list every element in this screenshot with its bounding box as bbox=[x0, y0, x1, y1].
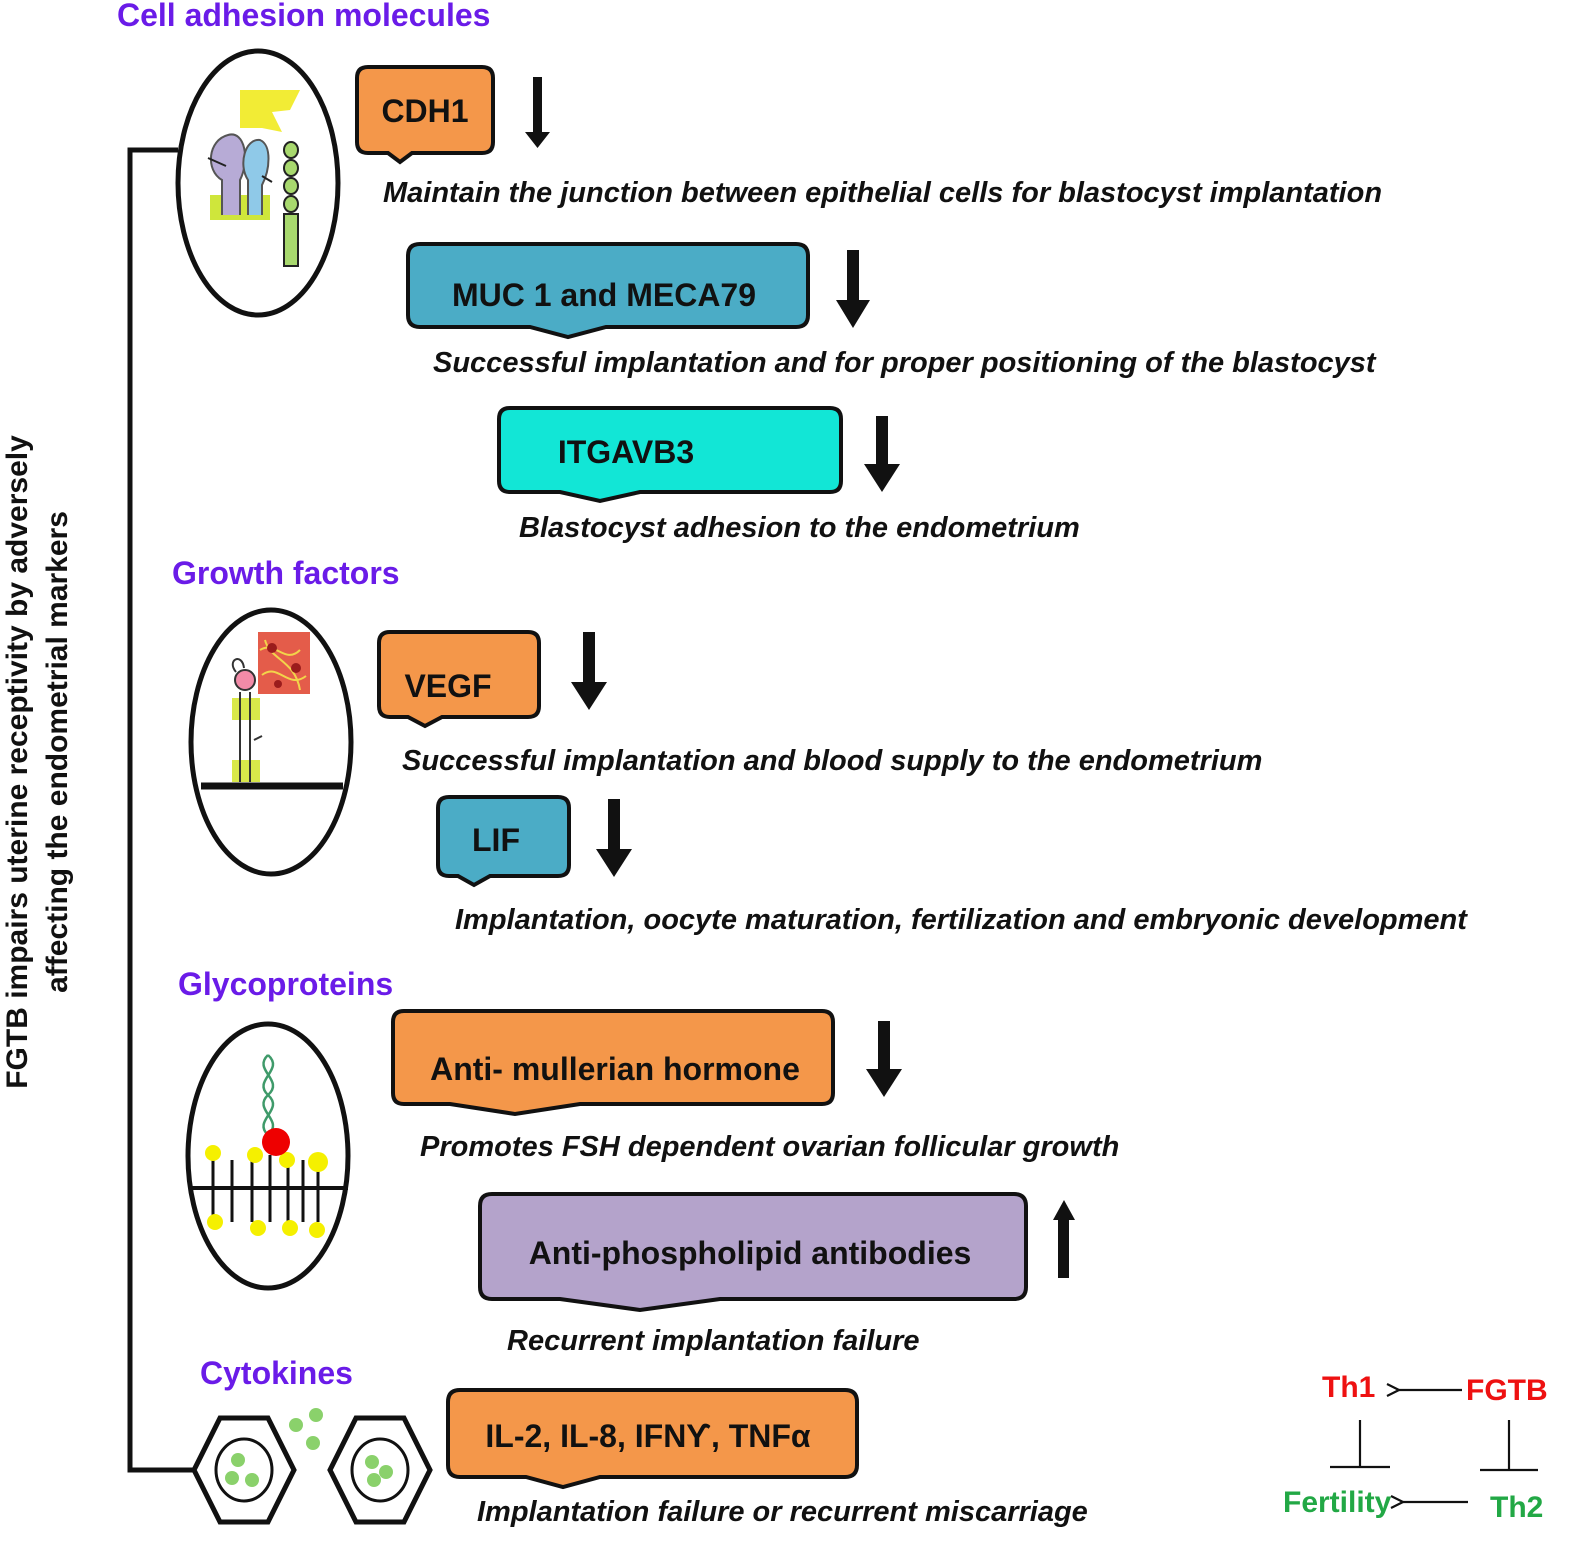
marker-cytokines-box bbox=[446, 1388, 859, 1490]
marker-muc1-meca79: MUC 1 and MECA79 Successful implantation… bbox=[406, 242, 1377, 379]
side-title: FGTB impairs uterine receptivity by adve… bbox=[1, 435, 74, 1089]
category-growth-factors: Growth factors bbox=[172, 555, 400, 591]
category-glycoproteins: Glycoproteins bbox=[178, 966, 393, 1002]
glycoprotein-membrane-icon bbox=[185, 1021, 351, 1291]
pathway-th2: Th2 bbox=[1490, 1491, 1543, 1524]
down-arrow-icon bbox=[866, 1021, 902, 1097]
marker-amh-description: Promotes FSH dependent ovarian follicula… bbox=[420, 1131, 1119, 1163]
marker-amh-label: Anti- mullerian hormone bbox=[430, 1051, 800, 1087]
side-title-line1: FGTB impairs uterine receptivity by adve… bbox=[1, 435, 34, 1089]
marker-itgavb3-description: Blastocyst adhesion to the endometrium bbox=[519, 512, 1080, 544]
category-cell-adhesion: Cell adhesion molecules bbox=[117, 0, 490, 33]
marker-apl-description: Recurrent implantation failure bbox=[507, 1325, 920, 1357]
marker-cdh1: CDH1 Maintain the junction between epith… bbox=[355, 65, 1382, 209]
marker-vegf-label: VEGF bbox=[404, 668, 491, 704]
pathway-th1: Th1 bbox=[1322, 1371, 1375, 1404]
marker-amh-box bbox=[391, 1009, 835, 1117]
marker-muc1-description: Successful implantation and for proper p… bbox=[433, 347, 1377, 379]
marker-apl-label: Anti-phospholipid antibodies bbox=[529, 1235, 972, 1271]
marker-cdh1-description: Maintain the junction between epithelial… bbox=[383, 177, 1382, 209]
pathway-fertility: Fertility bbox=[1283, 1486, 1392, 1519]
inhibit-th1-fertility bbox=[1330, 1420, 1390, 1469]
down-arrow-icon bbox=[525, 77, 550, 148]
pathway-fgtb: FGTB bbox=[1466, 1374, 1548, 1407]
marker-vegf: VEGF Successful implantation and blood s… bbox=[377, 630, 1262, 777]
marker-lif-label: LIF bbox=[472, 822, 520, 858]
down-arrow-icon bbox=[836, 250, 870, 328]
marker-apl-box bbox=[478, 1192, 1028, 1313]
marker-apl-antibodies: Anti-phospholipid antibodies Recurrent i… bbox=[478, 1192, 1075, 1357]
marker-lif: LIF Implantation, oocyte maturation, fer… bbox=[436, 795, 1468, 936]
category-cytokines: Cytokines bbox=[200, 1355, 353, 1391]
marker-lif-description: Implantation, oocyte maturation, fertili… bbox=[455, 904, 1468, 936]
bracket-connector bbox=[127, 147, 198, 1473]
down-arrow-icon bbox=[864, 416, 900, 492]
down-arrow-icon bbox=[596, 799, 632, 877]
cell-adhesion-icon bbox=[175, 48, 341, 318]
down-arrow-icon bbox=[571, 632, 607, 710]
marker-cytokines-description: Implantation failure or recurrent miscar… bbox=[477, 1496, 1088, 1528]
marker-muc1-box bbox=[406, 242, 810, 340]
marker-vegf-box bbox=[377, 630, 541, 729]
marker-cdh1-box bbox=[355, 65, 495, 165]
marker-amh: Anti- mullerian hormone Promotes FSH dep… bbox=[391, 1009, 1119, 1163]
marker-cytokines: IL-2, IL-8, IFNϒ, TNFα Implantation fail… bbox=[446, 1388, 1088, 1528]
growth-factor-receptor-icon bbox=[188, 607, 354, 877]
marker-muc1-label: MUC 1 and MECA79 bbox=[452, 277, 756, 313]
inhibit-fgtb-th2 bbox=[1480, 1420, 1538, 1472]
marker-itgavb3-box bbox=[497, 406, 843, 504]
cytokine-cells-icon bbox=[191, 1408, 433, 1525]
th-pathway: Th1 FGTB Fertility Th2 bbox=[1283, 1371, 1548, 1524]
marker-lif-box bbox=[436, 795, 571, 888]
marker-itgavb3: ITGAVB3 Blastocyst adhesion to the endom… bbox=[497, 406, 1080, 544]
up-arrow-icon bbox=[1053, 1200, 1075, 1278]
marker-cytokines-label: IL-2, IL-8, IFNϒ, TNFα bbox=[485, 1418, 811, 1454]
marker-vegf-description: Successful implantation and blood supply… bbox=[402, 745, 1262, 777]
marker-itgavb3-label: ITGAVB3 bbox=[558, 434, 694, 470]
marker-cdh1-label: CDH1 bbox=[381, 93, 468, 129]
side-title-line2: affecting the endometrial markers bbox=[41, 511, 74, 993]
